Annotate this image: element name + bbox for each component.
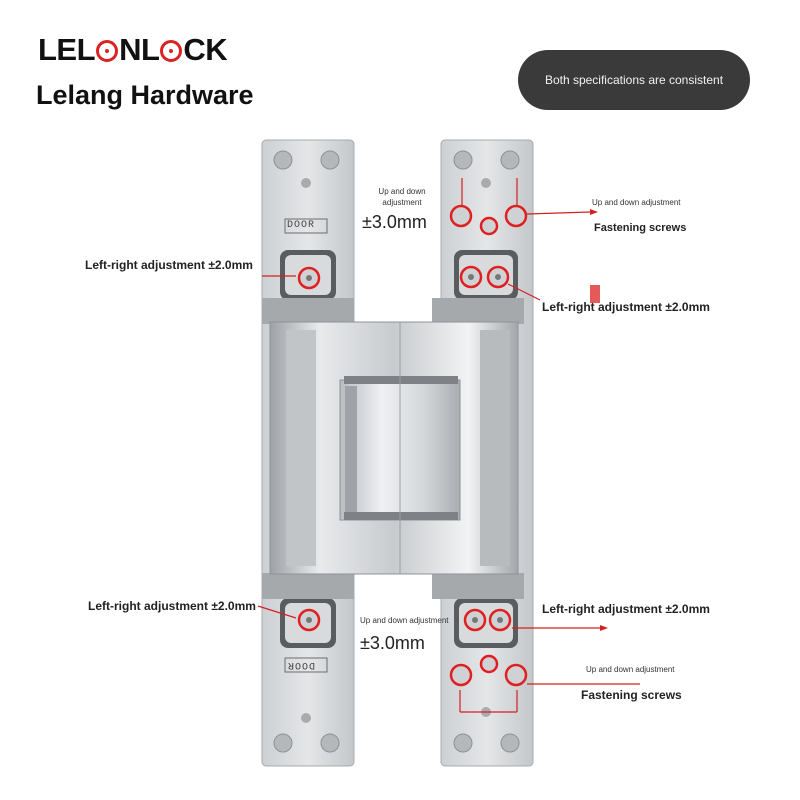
- brand-logo: LEL NL CK: [38, 32, 228, 68]
- top-right-up-down-label: Up and down adjustment: [592, 198, 681, 207]
- screw-bottom-left: [297, 608, 321, 632]
- spec-badge: Both specifications are consistent: [518, 50, 750, 110]
- screw-bottom-fasten-right: [504, 663, 528, 687]
- screw-top-right-b: [486, 265, 510, 289]
- top-up-down-label: Up and down adjustment: [378, 187, 426, 207]
- bottom-right-lr-label: Left-right adjustment ±2.0mm: [542, 602, 710, 616]
- bottom-left-lr-label: Left-right adjustment ±2.0mm: [88, 599, 256, 613]
- screw-top-right-a: [459, 265, 483, 289]
- logo-o-icon: [96, 40, 119, 62]
- top-right-lr-label: Left-right adjustment ±2.0mm: [542, 300, 710, 314]
- logo-o-icon: [160, 40, 183, 62]
- screw-bottom-right-b: [488, 608, 512, 632]
- screw-top-left: [297, 266, 321, 290]
- logo-text-part-2: NL: [119, 32, 160, 67]
- logo-text-part-1: LEL: [38, 32, 96, 67]
- hinge-body: [269, 321, 519, 575]
- top-left-lr-label: Left-right adjustment ±2.0mm: [85, 258, 253, 272]
- callout-lines: [257, 178, 640, 713]
- screw-top-fasten-left: [449, 204, 473, 228]
- bottom-up-down-value: ±3.0mm: [360, 633, 425, 653]
- door-mark-top: DOOR: [287, 220, 316, 231]
- spec-badge-text: Both specifications are consistent: [544, 73, 724, 87]
- bottom-up-down-label: Up and down adjustment: [360, 616, 449, 625]
- top-up-down-value: ±3.0mm: [362, 212, 427, 232]
- bottom-fastening-label: Fastening screws: [581, 688, 682, 702]
- screw-top-fasten-right: [504, 204, 528, 228]
- screw-top-fasten-mid: [479, 216, 499, 236]
- logo-text-part-3: CK: [183, 32, 228, 67]
- brand-name: Lelang Hardware: [36, 80, 254, 110]
- screw-bottom-fasten-mid: [479, 654, 499, 674]
- adjustment-screws: [297, 204, 528, 687]
- door-mark-bottom: DOOR: [287, 659, 316, 670]
- bottom-right-up-down-label: Up and down adjustment: [586, 665, 675, 674]
- screw-bottom-fasten-left: [449, 663, 473, 687]
- top-fastening-label: Fastening screws: [594, 222, 687, 234]
- screw-bottom-right-a: [463, 608, 487, 632]
